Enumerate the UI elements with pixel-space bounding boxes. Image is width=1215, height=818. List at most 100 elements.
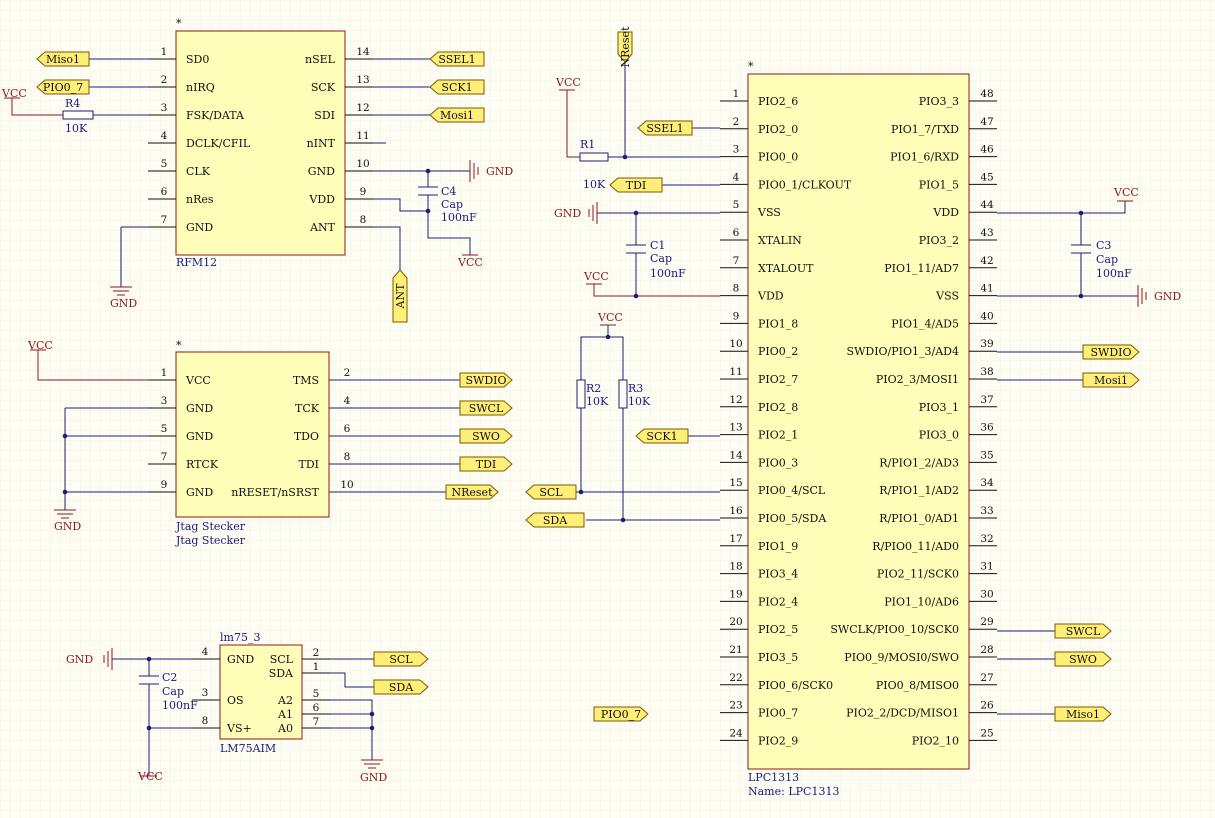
lpc1313-pin-number: 17 <box>729 533 742 545</box>
lm75-pin-number: 7 <box>313 716 320 728</box>
lpc1313-component[interactable]: * 1PIO2_62PIO2_03PIO0_04PIO0_1/CLKOUT5VS… <box>720 60 997 798</box>
lpc1313-pin-number: 21 <box>729 644 742 656</box>
net-port-miso1-rfm[interactable]: Miso1 <box>36 51 90 67</box>
c2-value: 100nF <box>162 699 198 712</box>
net-port-shape <box>36 51 90 67</box>
net-port-pio0-7-rfm[interactable]: PIO0_7 <box>36 79 90 95</box>
jtag-pin-number: 10 <box>340 479 353 491</box>
net-port-sck1-lpc[interactable]: SCK1 <box>635 428 689 444</box>
jtag-pin-name: VCC <box>185 374 211 387</box>
lpc1313-pin-number: 3 <box>733 144 740 156</box>
net-port-sck1-rfm[interactable]: SCK1 <box>429 79 485 95</box>
resistor-r2[interactable]: R2 10K <box>576 379 609 409</box>
junctions <box>62 154 1084 731</box>
rfm12-pin-name: SDI <box>314 109 335 122</box>
gnd-symbol: GND <box>554 202 598 224</box>
lm75-pin-number: 5 <box>313 688 320 700</box>
capacitor-c2-plates <box>139 675 159 685</box>
net-port-label: NReset <box>452 486 494 499</box>
net-port-shape <box>525 484 577 500</box>
lpc1313-pin-number: 46 <box>980 144 994 156</box>
net-port-scl-lm75[interactable]: SCL <box>373 651 429 667</box>
gnd-symbol: GND <box>469 160 513 182</box>
resistor-r3-body <box>618 379 628 409</box>
lpc1313-pin-number: 23 <box>729 700 742 712</box>
lpc1313-pin-name: PIO1_10/AD6 <box>884 595 959 608</box>
net-port-ant[interactable]: ANT <box>392 269 408 323</box>
net-port-miso1-lpc[interactable]: Miso1 <box>1054 706 1112 722</box>
net-port-shape <box>1082 372 1140 388</box>
lpc1313-pin-number: 35 <box>980 449 993 461</box>
capacitor-c3[interactable]: C3 Cap 100nF <box>1071 239 1132 280</box>
net-port-scl-lpc[interactable]: SCL <box>525 484 577 500</box>
net-port-nreset-jtag[interactable]: NReset <box>445 484 499 500</box>
capacitor-c1[interactable]: C1 Cap 100nF <box>626 239 686 280</box>
lm75-body <box>219 644 303 740</box>
net-port-label: Mosi1 <box>1094 374 1128 387</box>
lpc1313-pin-name: PIO3_5 <box>758 651 798 664</box>
jtag-pin-name: GND <box>186 430 213 443</box>
vcc-symbol: VCC <box>1 87 27 100</box>
jtag-ref: Jtag Stecker <box>175 520 246 533</box>
rfm12-component[interactable]: * 1SD02nIRQ3FSK/DATA4DCLK/CFIL5CLK6nRes7… <box>148 17 373 269</box>
net-port-tdi-jtag[interactable]: TDI <box>459 456 513 472</box>
net-port-swo-lpc[interactable]: SWO <box>1054 651 1112 667</box>
net-port-shape <box>429 51 485 67</box>
jtag-value: Jtag Stecker <box>175 534 246 547</box>
lpc1313-pin-number: 4 <box>733 171 740 183</box>
resistor-r3[interactable]: R3 10K <box>618 379 651 409</box>
net-port-swcl-jtag[interactable]: SWCL <box>459 400 513 416</box>
resistor-r4[interactable]: R4 10K <box>62 97 94 135</box>
net-port-swdio-lpc[interactable]: SWDIO <box>1082 344 1140 360</box>
net-port-mosi1-lpc[interactable]: Mosi1 <box>1082 372 1140 388</box>
net-port-sda-lm75[interactable]: SDA <box>373 679 429 695</box>
lpc1313-pin-name: PIO2_8 <box>758 401 798 414</box>
rfm12-ref: RFM12 <box>176 256 217 269</box>
jtag-component[interactable]: * 1VCC3GND5GND7RTCK9GND2TMS4TCK6TDO8TDI1… <box>148 339 357 547</box>
lpc1313-pin-name: PIO0_9/MOSI0/SWO <box>844 651 959 664</box>
net-port-shape <box>459 428 513 444</box>
resistor-r1[interactable]: R1 10K <box>579 138 609 191</box>
jtag-pin-name: GND <box>186 486 213 499</box>
vcc-symbol: VCC <box>457 254 483 269</box>
lpc1313-pin-name: PIO0_5/SDA <box>758 512 827 525</box>
jtag-body <box>175 351 330 518</box>
lpc1313-pin-number: 38 <box>980 366 993 378</box>
capacitor-c2[interactable]: C2 Cap 100nF <box>139 671 198 712</box>
net-port-ssel1-lpc[interactable]: SSEL1 <box>637 120 693 136</box>
svg-text:GND: GND <box>1154 290 1181 303</box>
net-port-shape <box>1082 344 1140 360</box>
lpc1313-pin-name: PIO2_6 <box>758 95 798 108</box>
lpc1313-pin-name: PIO2_4 <box>758 595 798 608</box>
lpc1313-pin-number: 31 <box>980 561 993 573</box>
rfm12-pin-name: CLK <box>186 165 211 178</box>
lpc1313-pin-number: 36 <box>980 422 994 434</box>
lm75-pin-name: SDA <box>269 667 294 680</box>
vcc-symbol: VCC <box>597 311 623 326</box>
lpc1313-pin-number: 14 <box>729 449 743 461</box>
net-ports: Miso1PIO0_7SSEL1SCK1Mosi1SWDIOSWCLSWOTDI… <box>36 26 1140 722</box>
net-port-swcl-lpc[interactable]: SWCL <box>1054 623 1112 639</box>
lpc1313-pin-name: PIO0_6/SCK0 <box>758 679 833 692</box>
svg-text:GND: GND <box>554 207 581 220</box>
net-port-ssel1-rfm[interactable]: SSEL1 <box>429 51 485 67</box>
lpc1313-pin-name: XTALIN <box>758 234 802 247</box>
net-port-pio0-7-lpc[interactable]: PIO0_7 <box>593 706 649 722</box>
vcc-symbol: VCC <box>555 76 581 91</box>
r3-value: 10K <box>628 395 651 408</box>
net-port-swdio-jtag[interactable]: SWDIO <box>459 372 513 388</box>
net-port-swo-jtag[interactable]: SWO <box>459 428 513 444</box>
lpc1313-pin-name: PIO3_4 <box>758 568 798 581</box>
net-port-mosi1-rfm[interactable]: Mosi1 <box>429 107 485 123</box>
lpc1313-pin-number: 2 <box>733 116 740 128</box>
lpc1313-pin-number: 15 <box>729 477 742 489</box>
net-port-shape <box>1054 623 1112 639</box>
net-port-nreset-top[interactable]: NReset <box>617 26 633 68</box>
capacitor-c4[interactable]: C4 Cap 100nF <box>418 185 477 224</box>
lm75-pin-number: 8 <box>202 715 209 727</box>
lpc1313-pin-number: 8 <box>733 283 740 295</box>
net-port-tdi-lpc[interactable]: TDI <box>609 177 663 193</box>
gnd-symbol: GND <box>110 286 137 310</box>
net-port-sda-lpc[interactable]: SDA <box>525 512 585 528</box>
